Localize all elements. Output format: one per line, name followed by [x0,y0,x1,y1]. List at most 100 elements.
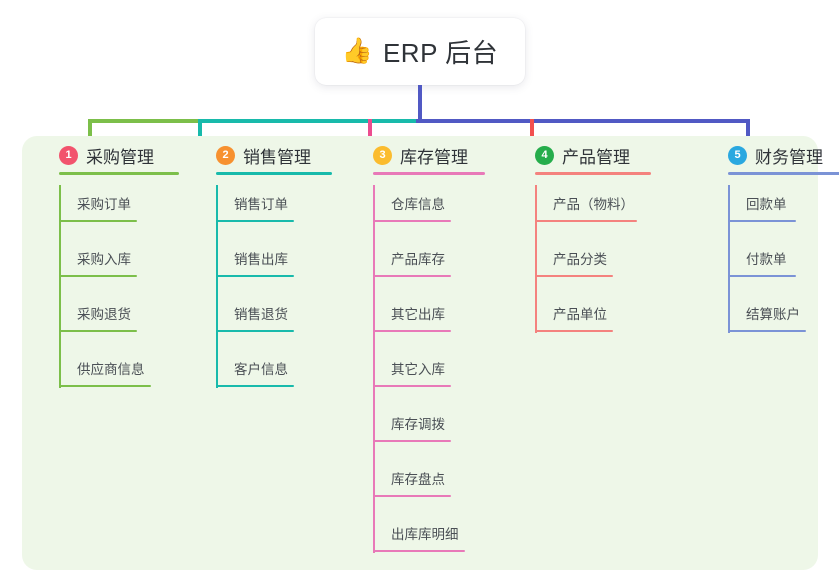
leaf-rule [373,495,451,497]
column-badge-1: 1 [59,145,78,165]
leaf-node[interactable]: 产品单位 [517,295,692,350]
column-body-inventory: 仓库信息 产品库存 其它出库 其它入库 库存调拨 [355,185,525,570]
leaf-node[interactable]: 销售出库 [198,240,358,295]
leaf-rule [373,330,451,332]
column-header-rule [216,172,332,175]
column-header-rule [728,172,839,175]
leaf-label: 产品分类 [553,252,607,267]
column-trunk [728,185,730,333]
leaf-node[interactable]: 产品（物料） [517,185,692,240]
leaf-rule [728,330,806,332]
column-header-product[interactable]: 4 产品管理 [517,136,692,175]
leaf-label: 销售退货 [234,307,288,322]
leaf-rule [216,385,294,387]
leaf-rule [59,220,137,222]
leaf-node[interactable]: 销售退货 [198,295,358,350]
root-node-erp-backend[interactable]: 👍 ERP 后台 [315,18,525,85]
thumbs-up-icon: 👍 [341,37,373,65]
leaf-label: 采购订单 [77,197,131,212]
leaf-rule [373,550,465,552]
leaf-rule [373,440,451,442]
bus-segment-green [88,119,200,123]
column-header-inventory[interactable]: 3 库存管理 [355,136,525,175]
leaf-node[interactable]: 产品分类 [517,240,692,295]
leaf-label: 其它出库 [391,307,445,322]
leaf-rule [373,220,451,222]
leaf-node[interactable]: 库存调拨 [355,405,525,460]
column-trunk [216,185,218,388]
leaf-rule [59,385,151,387]
column-title-purchasing: 采购管理 [86,147,154,167]
leaf-node[interactable]: 其它入库 [355,350,525,405]
column-badge-4: 4 [535,145,554,165]
leaf-label: 仓库信息 [391,197,445,212]
leaf-label: 库存调拨 [391,417,445,432]
root-stem-connector [418,85,422,121]
leaf-node[interactable]: 结算账户 [710,295,839,350]
leaf-node[interactable]: 销售订单 [198,185,358,240]
column-body-sales: 销售订单 销售出库 销售退货 客户信息 [198,185,358,405]
leaf-label: 其它入库 [391,362,445,377]
leaf-rule [59,275,137,277]
column-header-purchasing[interactable]: 1 采购管理 [41,136,201,175]
leaf-node[interactable]: 出库库明细 [355,515,525,570]
column-title-product: 产品管理 [562,147,630,167]
column-header-rule [535,172,651,175]
leaf-node[interactable]: 采购入库 [41,240,201,295]
leaf-rule [373,385,451,387]
leaf-label: 付款单 [746,252,787,267]
bus-segment-teal [198,119,420,123]
column-body-finance: 回款单 付款单 结算账户 [710,185,839,350]
bus-segment-indigo [416,119,750,123]
leaf-rule [373,275,451,277]
leaf-label: 产品（物料） [553,197,634,212]
leaf-rule [728,220,796,222]
leaf-label: 出库库明细 [391,527,459,542]
leaf-node[interactable]: 供应商信息 [41,350,201,405]
leaf-label: 供应商信息 [77,362,145,377]
leaf-rule [216,220,294,222]
column-product: 4 产品管理 产品（物料） 产品分类 产品单位 [517,136,692,350]
leaf-label: 结算账户 [746,307,800,322]
leaf-node[interactable]: 采购退货 [41,295,201,350]
leaf-rule [535,275,613,277]
column-title-finance: 财务管理 [755,147,823,167]
leaf-node[interactable]: 库存盘点 [355,460,525,515]
leaf-label: 采购退货 [77,307,131,322]
modules-panel: 1 采购管理 采购订单 采购入库 采购退货 供应 [22,136,839,570]
leaf-rule [59,330,137,332]
column-finance: 5 财务管理 回款单 付款单 结算账户 [710,136,839,350]
column-title-inventory: 库存管理 [400,147,468,167]
column-header-rule [373,172,485,175]
leaf-node[interactable]: 回款单 [710,185,839,240]
leaf-node[interactable]: 其它出库 [355,295,525,350]
leaf-rule [216,330,294,332]
leaf-rule [216,275,294,277]
leaf-node[interactable]: 付款单 [710,240,839,295]
column-badge-3: 3 [373,145,392,165]
leaf-node[interactable]: 采购订单 [41,185,201,240]
leaf-node[interactable]: 仓库信息 [355,185,525,240]
column-header-sales[interactable]: 2 销售管理 [198,136,358,175]
leaf-label: 销售订单 [234,197,288,212]
leaf-rule [535,330,613,332]
leaf-label: 回款单 [746,197,787,212]
leaf-label: 采购入库 [77,252,131,267]
leaf-label: 产品库存 [391,252,445,267]
leaf-rule [728,275,796,277]
column-title-sales: 销售管理 [243,147,311,167]
leaf-label: 客户信息 [234,362,288,377]
column-badge-2: 2 [216,145,235,165]
column-purchasing: 1 采购管理 采购订单 采购入库 采购退货 供应 [41,136,201,405]
column-sales: 2 销售管理 销售订单 销售出库 销售退货 客户 [198,136,358,405]
column-badge-5: 5 [728,145,747,165]
column-header-finance[interactable]: 5 财务管理 [710,136,839,175]
leaf-rule [535,220,637,222]
column-body-product: 产品（物料） 产品分类 产品单位 [517,185,692,350]
leaf-label: 销售出库 [234,252,288,267]
column-inventory: 3 库存管理 仓库信息 产品库存 其它出库 其它 [355,136,525,570]
column-header-rule [59,172,179,175]
leaf-node[interactable]: 客户信息 [198,350,358,405]
leaf-node[interactable]: 产品库存 [355,240,525,295]
